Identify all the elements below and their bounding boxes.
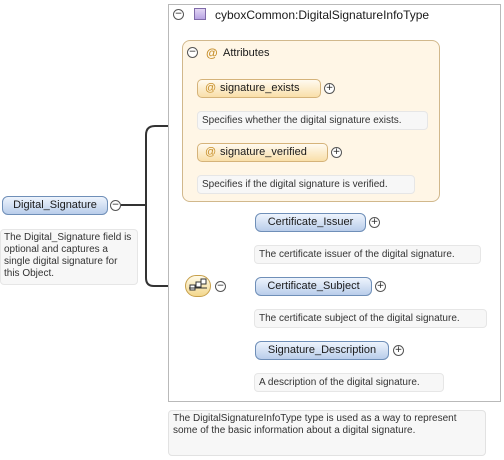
element-description: The certificate issuer of the digital si… [254, 245, 481, 264]
attribute-expand-toggle[interactable]: + [331, 147, 342, 158]
element-expand-toggle[interactable]: + [369, 217, 380, 228]
attribute-signature-exists[interactable]: @ signature_exists [197, 79, 321, 98]
root-element-digital-signature[interactable]: Digital_Signature [2, 196, 108, 215]
complex-type-icon [194, 8, 206, 20]
root-to-sequence [145, 205, 185, 287]
root-connector [121, 125, 182, 206]
element-description: The certificate subject of the digital s… [254, 309, 487, 328]
type-description: The DigitalSignatureInfoType type is use… [168, 410, 486, 456]
type-collapse-toggle[interactable]: − [173, 9, 184, 20]
element-certificate-subject[interactable]: Certificate_Subject [255, 277, 372, 296]
attributes-collapse-toggle[interactable]: − [187, 47, 198, 58]
sequence-collapse-toggle[interactable]: − [215, 281, 226, 292]
element-certificate-issuer[interactable]: Certificate_Issuer [255, 213, 366, 232]
element-signature-description[interactable]: Signature_Description [255, 341, 389, 360]
attribute-at-icon: @ [206, 46, 218, 60]
attribute-label: signature_verified [220, 146, 307, 158]
attribute-signature-verified[interactable]: @ signature_verified [197, 143, 328, 162]
attribute-label: signature_exists [220, 82, 300, 94]
type-name: cyboxCommon:DigitalSignatureInfoType [215, 8, 430, 22]
sequence-compositor-icon[interactable] [185, 275, 211, 297]
attribute-description: Specifies whether the digital signature … [197, 111, 428, 130]
root-description: The Digital_Signature field is optional … [0, 229, 138, 285]
element-description: A description of the digital signature. [254, 373, 444, 392]
attribute-description: Specifies if the digital signature is ve… [197, 175, 415, 194]
attribute-expand-toggle[interactable]: + [324, 83, 335, 94]
attributes-header: Attributes [223, 47, 270, 59]
element-expand-toggle[interactable]: + [393, 345, 404, 356]
element-expand-toggle[interactable]: + [375, 281, 386, 292]
root-collapse-toggle[interactable]: − [110, 200, 121, 211]
attribute-at-icon: @ [205, 146, 217, 158]
attribute-at-icon: @ [205, 82, 217, 94]
